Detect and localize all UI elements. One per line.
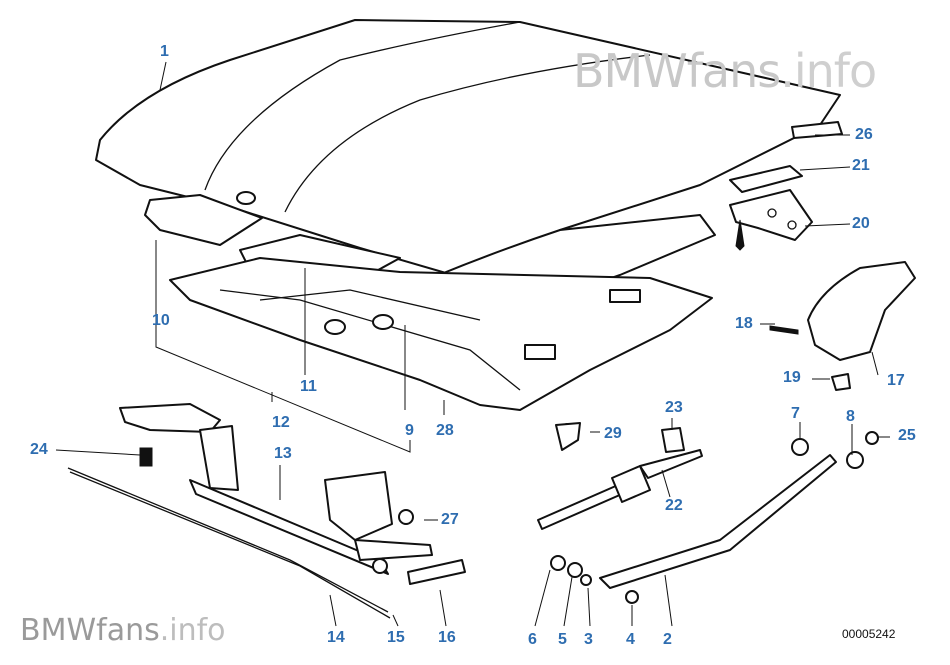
callout-16[interactable]: 16 bbox=[438, 629, 456, 646]
support-bracket bbox=[119, 403, 221, 433]
watermark-bottom-brand: BMWfans bbox=[20, 613, 160, 648]
callout-8[interactable]: 8 bbox=[846, 408, 855, 425]
support-rod bbox=[189, 479, 389, 575]
callout-3[interactable]: 3 bbox=[584, 631, 593, 648]
hinge-shim bbox=[729, 165, 803, 193]
callout-20[interactable]: 20 bbox=[852, 215, 870, 232]
callout-14[interactable]: 14 bbox=[327, 629, 345, 646]
callout-27[interactable]: 27 bbox=[441, 511, 459, 528]
watermark-top-brand: BMWfans bbox=[573, 44, 781, 98]
diagram-code: 00005242 bbox=[842, 627, 896, 641]
callout-23[interactable]: 23 bbox=[665, 399, 683, 416]
hood-hinge bbox=[729, 189, 813, 241]
callout-7[interactable]: 7 bbox=[791, 405, 800, 422]
hinge-plate bbox=[807, 261, 916, 361]
callout-19[interactable]: 19 bbox=[783, 369, 801, 386]
watermark-top-suffix: .info bbox=[780, 44, 877, 98]
callout-26[interactable]: 26 bbox=[855, 126, 873, 143]
release-lever bbox=[599, 454, 837, 589]
callout-17[interactable]: 17 bbox=[887, 372, 905, 389]
callout-18[interactable]: 18 bbox=[735, 315, 753, 332]
callout-22[interactable]: 22 bbox=[665, 497, 683, 514]
hood-inner-frame bbox=[169, 257, 713, 411]
hood-seal-left bbox=[144, 194, 263, 246]
callout-10[interactable]: 10 bbox=[152, 312, 170, 329]
gas-strut bbox=[537, 484, 623, 530]
watermark-bottom: BMWfans.info bbox=[20, 613, 226, 648]
callout-24[interactable]: 24 bbox=[30, 441, 48, 458]
release-cable bbox=[67, 467, 389, 613]
watermark-top: BMWfans.info bbox=[573, 44, 877, 98]
hood-panel bbox=[95, 19, 841, 281]
callout-11[interactable]: 11 bbox=[300, 378, 317, 395]
hood-buffer bbox=[791, 121, 843, 139]
callout-2[interactable]: 2 bbox=[663, 631, 672, 648]
watermark-bottom-suffix: .info bbox=[159, 613, 226, 648]
callout-21[interactable]: 21 bbox=[852, 157, 870, 174]
callout-28[interactable]: 28 bbox=[436, 422, 454, 439]
callout-4[interactable]: 4 bbox=[626, 631, 635, 648]
callout-29[interactable]: 29 bbox=[604, 425, 622, 442]
callout-5[interactable]: 5 bbox=[558, 631, 567, 648]
callout-9[interactable]: 9 bbox=[405, 422, 414, 439]
callout-25[interactable]: 25 bbox=[898, 427, 916, 444]
callout-6[interactable]: 6 bbox=[528, 631, 537, 648]
callout-15[interactable]: 15 bbox=[387, 629, 405, 646]
callout-13[interactable]: 13 bbox=[274, 445, 292, 462]
callout-1[interactable]: 1 bbox=[160, 43, 169, 60]
callout-12[interactable]: 12 bbox=[272, 414, 290, 431]
